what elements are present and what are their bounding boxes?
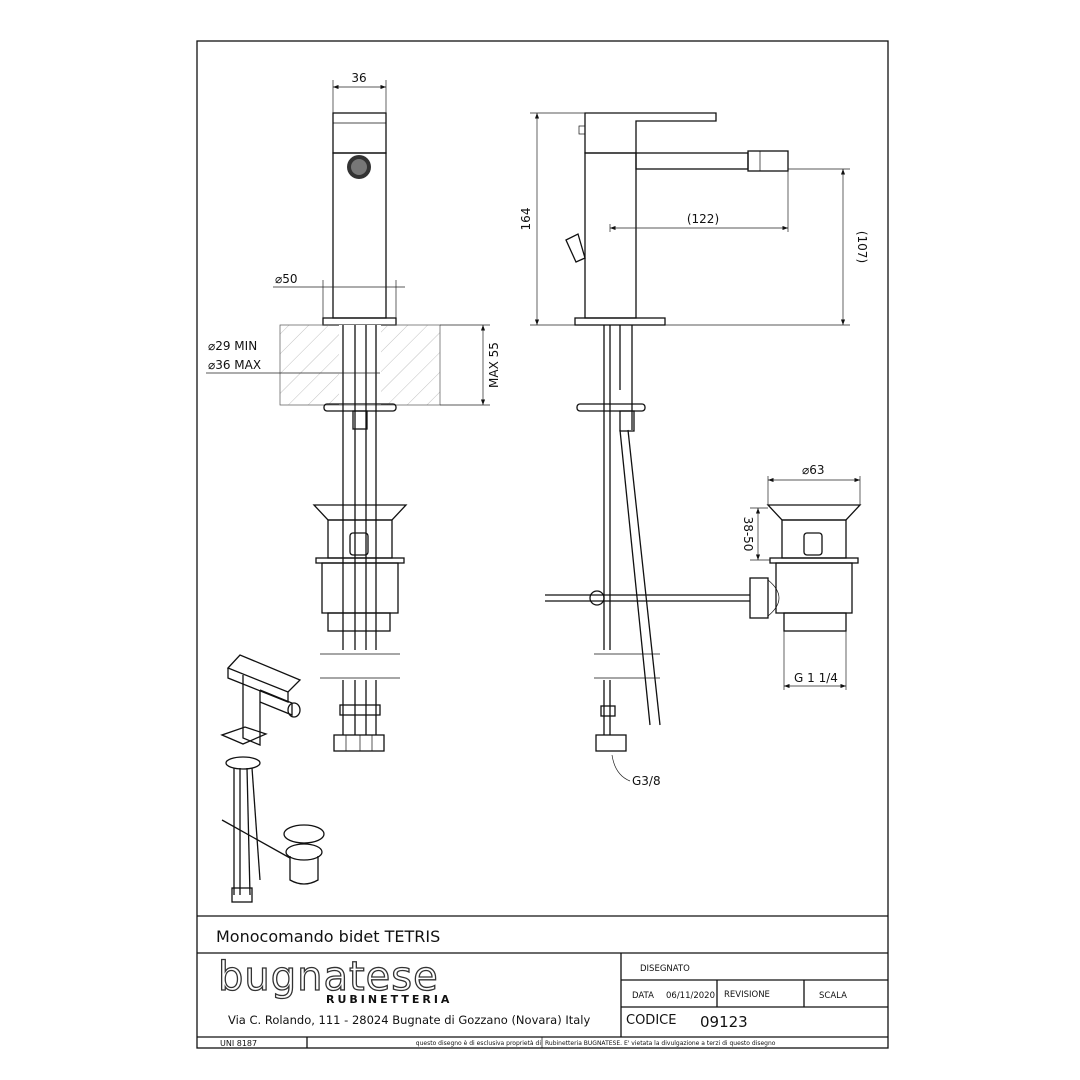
date-label: DATA (632, 991, 654, 1001)
dim-spout-reach: (122) (687, 212, 719, 226)
brand-logo: bugnatese (218, 954, 439, 1000)
standard-label: UNI 8187 (220, 1039, 257, 1048)
product-title: Monocomando bidet TETRIS (216, 927, 440, 946)
dim-width-top: 36 (351, 71, 366, 85)
dim-supply-thread: G3/8 (632, 774, 661, 788)
date-value: 06/11/2020 (666, 991, 715, 1001)
dim-waste-diameter: ⌀63 (802, 463, 825, 477)
ownership-notice-left: questo disegno è di esclusiva proprietà … (416, 1040, 542, 1047)
side-dimensions: 164 (122) (107) G3/8 (519, 112, 869, 788)
title-block: Monocomando bidet TETRIS bugnatese RUBIN… (197, 915, 888, 1048)
side-view (545, 112, 789, 782)
scale-label: SCALA (819, 991, 847, 1001)
drawing-frame (196, 40, 889, 1049)
dim-hole-max: ⌀36 MAX (208, 358, 261, 372)
front-dimensions: 36 ⌀50 ⌀29 MIN ⌀36 MAX MAX 55 (206, 71, 501, 406)
ownership-notice-right: Rubinetteria BUGNATESE. E' vietata la di… (545, 1040, 776, 1047)
dim-height-total: 164 (519, 208, 533, 231)
dim-spout-height: (107) (855, 231, 869, 263)
dim-deck-max: MAX 55 (487, 342, 501, 388)
code-label: CODICE (626, 1013, 676, 1028)
front-view (279, 112, 441, 752)
isometric-view (220, 654, 325, 903)
drawn-label: DISEGNATO (640, 964, 690, 974)
dim-base-diameter: ⌀50 (275, 272, 298, 286)
dim-waste-range: 38-50 (741, 517, 755, 552)
dim-waste-thread: G 1 1/4 (794, 671, 838, 685)
code-value: 09123 (700, 1013, 748, 1031)
brand-subtitle: RUBINETTERIA (326, 993, 452, 1006)
revision-label: REVISIONE (724, 990, 770, 1000)
waste-valve: ⌀63 38-50 G 1 1/4 (741, 463, 862, 690)
dim-hole-min: ⌀29 MIN (208, 339, 257, 353)
company-address: Via C. Rolando, 111 - 28024 Bugnate di G… (228, 1013, 590, 1027)
